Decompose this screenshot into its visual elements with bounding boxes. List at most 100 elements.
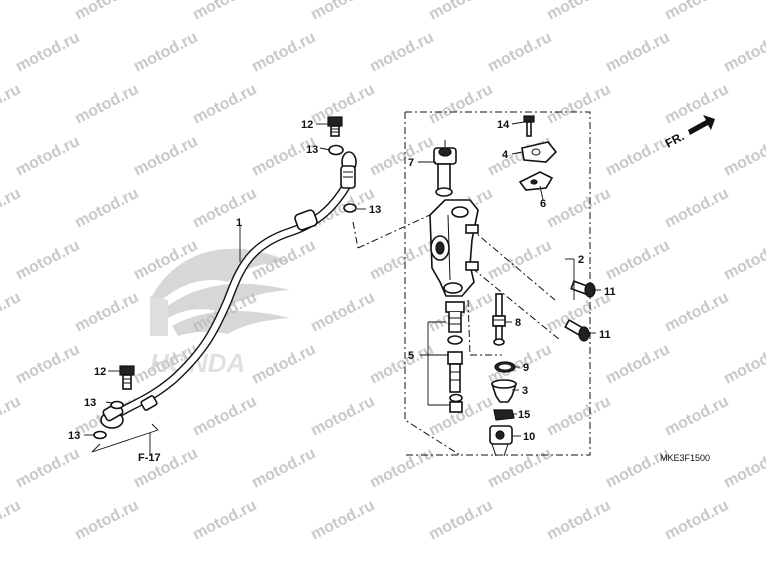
callout-15: 15 xyxy=(518,409,530,421)
mounting-bolt-lower xyxy=(564,318,590,342)
watermark-text-63: motod.ru xyxy=(13,445,82,492)
callout-8: 8 xyxy=(515,317,521,329)
watermark-text-26: motod.ru xyxy=(603,133,672,180)
callout-labels: 12 13 13 1 7 14 4 6 2 11 11 8 5 9 3 15 1… xyxy=(68,119,616,443)
watermark-text-13: motod.ru xyxy=(721,29,766,76)
watermark-text-2: motod.ru xyxy=(190,0,259,24)
watermark-text-0: motod.ru xyxy=(0,0,24,24)
watermark-text-55: motod.ru xyxy=(721,341,766,388)
watermark-text-35: motod.ru xyxy=(13,237,82,284)
diagram-code: MKE3F1500 xyxy=(660,453,710,463)
assembly-boundary-left xyxy=(404,112,461,456)
watermark-text-40: motod.ru xyxy=(603,237,672,284)
watermark-text-71: motod.ru xyxy=(72,497,141,544)
watermark-text-45: motod.ru xyxy=(308,289,377,336)
watermark-text-6: motod.ru xyxy=(662,0,731,24)
watermark-text-7: motod.ru xyxy=(13,29,82,76)
watermark-text-28: motod.ru xyxy=(0,185,24,232)
watermark-text-24: motod.ru xyxy=(367,133,436,180)
watermark-text-42: motod.ru xyxy=(0,289,24,336)
watermark-text-4: motod.ru xyxy=(426,0,495,24)
watermark-text-20: motod.ru xyxy=(662,81,731,128)
callout-13-lower-a: 13 xyxy=(84,397,96,409)
watermark-text-70: motod.ru xyxy=(0,497,24,544)
watermark-text-61: motod.ru xyxy=(544,393,613,440)
callout-9: 9 xyxy=(523,362,529,374)
watermark-text-54: motod.ru xyxy=(603,341,672,388)
watermark-text-10: motod.ru xyxy=(367,29,436,76)
watermark-text-67: motod.ru xyxy=(485,445,554,492)
watermark-text-76: motod.ru xyxy=(662,497,731,544)
piston-kit xyxy=(445,301,465,413)
section-ref-line xyxy=(91,429,159,453)
callout-4: 4 xyxy=(502,149,509,161)
watermark-text-15: motod.ru xyxy=(72,81,141,128)
callout-1: 1 xyxy=(236,217,242,229)
watermark-text-62: motod.ru xyxy=(662,393,731,440)
watermark-text-41: motod.ru xyxy=(721,237,766,284)
circlip-hole xyxy=(499,364,511,370)
clevis xyxy=(489,425,513,457)
watermark-text-23: motod.ru xyxy=(249,133,318,180)
watermark-text-58: motod.ru xyxy=(190,393,259,440)
watermark-text-29: motod.ru xyxy=(72,185,141,232)
watermark-text-34: motod.ru xyxy=(662,185,731,232)
watermark-text-51: motod.ru xyxy=(249,341,318,388)
bolt-connection-line-upper xyxy=(469,227,556,301)
watermark-text-66: motod.ru xyxy=(367,445,436,492)
sealing-washer-4 xyxy=(93,430,107,440)
watermark-text-21: motod.ru xyxy=(13,133,82,180)
hose-connection-line xyxy=(357,213,433,249)
watermark-text-3: motod.ru xyxy=(308,0,377,24)
watermark-text-1: motod.ru xyxy=(72,0,141,24)
watermark-text-30: motod.ru xyxy=(190,185,259,232)
push-rod xyxy=(492,293,506,346)
reservoir-cap xyxy=(521,141,558,163)
dust-boot-rim xyxy=(491,379,517,389)
watermark-text-74: motod.ru xyxy=(426,497,495,544)
watermark-text-12: motod.ru xyxy=(603,29,672,76)
watermark-text-52: motod.ru xyxy=(367,341,436,388)
brake-hose xyxy=(100,151,357,429)
watermark-text-39: motod.ru xyxy=(485,237,554,284)
watermark-text-11: motod.ru xyxy=(485,29,554,76)
lock-nut xyxy=(493,409,515,421)
watermark-text-56: motod.ru xyxy=(0,393,24,440)
hose-joint xyxy=(433,147,457,197)
watermark-text-48: motod.ru xyxy=(662,289,731,336)
watermark-text-49: motod.ru xyxy=(13,341,82,388)
gasket-hole xyxy=(530,179,538,185)
sealing-washer-1 xyxy=(328,144,344,156)
watermark-text-16: motod.ru xyxy=(190,81,259,128)
watermark-text-72: motod.ru xyxy=(190,497,259,544)
washer-connection-line xyxy=(352,221,359,249)
watermark-text-65: motod.ru xyxy=(249,445,318,492)
watermark-text-8: motod.ru xyxy=(131,29,200,76)
watermark-text-18: motod.ru xyxy=(426,81,495,128)
bolt-connection-line-lower xyxy=(471,267,561,341)
callout-11-lower: 11 xyxy=(599,329,611,341)
watermark-text-75: motod.ru xyxy=(544,497,613,544)
callout-7: 7 xyxy=(408,157,414,169)
section-reference: F-17 xyxy=(138,452,161,464)
watermark-text-43: motod.ru xyxy=(72,289,141,336)
watermark-text-59: motod.ru xyxy=(308,393,377,440)
callout-6: 6 xyxy=(540,198,546,210)
callout-11-upper: 11 xyxy=(604,286,616,298)
pushrod-connection-line xyxy=(467,299,471,356)
callout-3: 3 xyxy=(522,385,528,397)
master-cylinder-body xyxy=(429,199,479,297)
section-ref-tick-left xyxy=(91,443,101,453)
watermark-text-19: motod.ru xyxy=(544,81,613,128)
sealing-washer-3 xyxy=(110,400,124,410)
leader-lines xyxy=(84,121,601,437)
watermark-text-33: motod.ru xyxy=(544,185,613,232)
watermark-text-69: motod.ru xyxy=(721,445,766,492)
callout-12-lower: 12 xyxy=(94,366,106,378)
callout-13-lower-b: 13 xyxy=(68,430,80,442)
cap-hole xyxy=(531,148,541,156)
watermark-text-68: motod.ru xyxy=(603,445,672,492)
callout-2: 2 xyxy=(578,254,584,266)
